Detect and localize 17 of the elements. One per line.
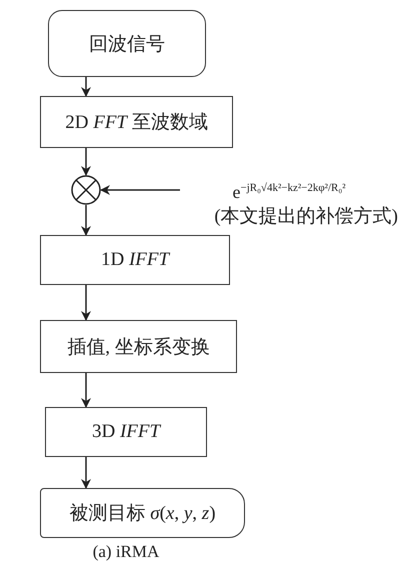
arrow xyxy=(81,77,91,97)
process-box: 2D FFT 至波数域 xyxy=(40,96,233,148)
note-text: (本文提出的补偿方式) xyxy=(214,204,398,228)
arrow xyxy=(81,457,91,489)
process-box: 3D IFFT xyxy=(45,407,207,457)
arrow xyxy=(81,285,91,321)
multiplier-symbol xyxy=(71,175,101,205)
formula: e$^{−jR₀√4k²−kz²−2kφ²/R₀²}$ xyxy=(232,182,346,202)
arrow xyxy=(81,205,91,236)
process-box: 插值, 坐标系变换 xyxy=(40,320,237,373)
arrow xyxy=(81,148,91,176)
arrow xyxy=(100,185,180,195)
start-box: 回波信号 xyxy=(48,10,206,77)
caption: (a) iRMA xyxy=(92,542,160,562)
arrow xyxy=(81,373,91,408)
result-box: 被测目标 σ(x, y, z) xyxy=(40,488,245,538)
process-box: 1D IFFT xyxy=(40,235,230,285)
